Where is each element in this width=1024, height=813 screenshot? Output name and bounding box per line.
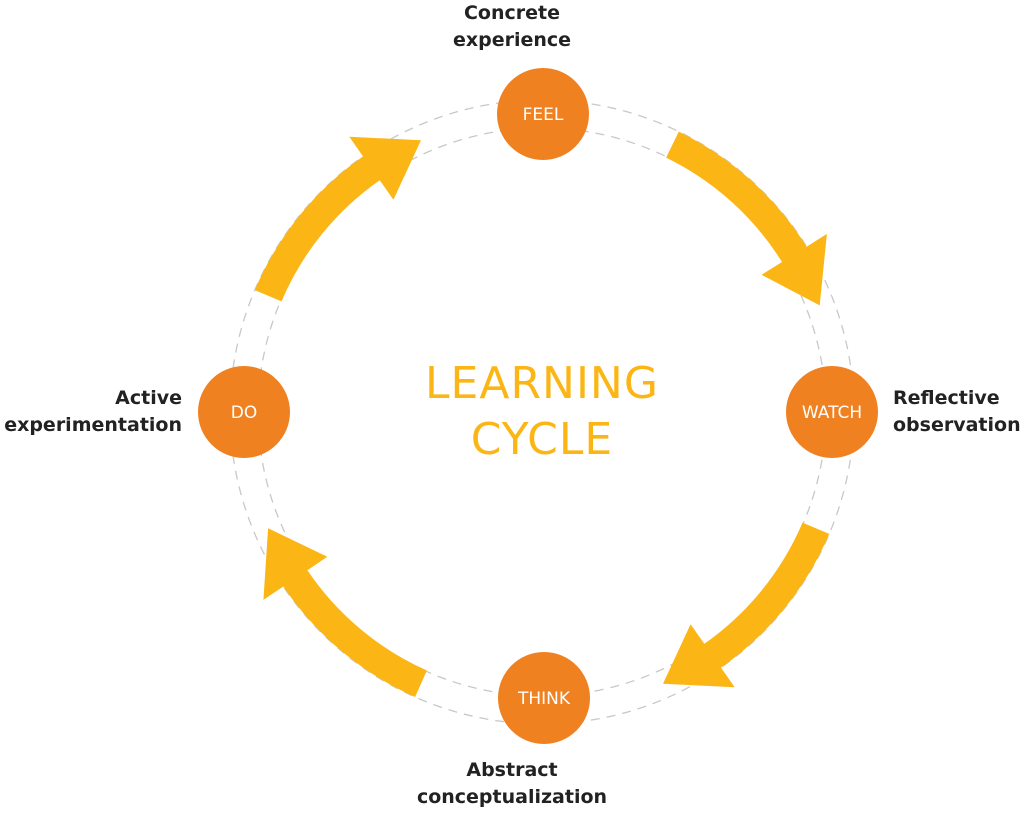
arrow-watch-to-think — [663, 522, 830, 688]
arrow-feel-to-watch — [666, 131, 827, 306]
stage-label-line2: observation — [893, 414, 1021, 436]
stage-label-active-experimentation: Active experimentation — [0, 385, 182, 439]
arrow-do-to-feel — [254, 136, 421, 302]
arrow-think-to-do — [263, 528, 427, 697]
node-think-label: THINK — [517, 689, 571, 709]
stage-label-line1: Reflective — [893, 387, 1000, 409]
stage-label-line2: experience — [452, 29, 572, 51]
stage-label-line1: Concrete — [463, 2, 560, 24]
node-feel: FEEL — [497, 68, 589, 160]
node-watch: WATCH — [786, 366, 878, 458]
node-feel-label: FEEL — [523, 105, 564, 125]
stage-label-concrete-experience: Concrete experience — [412, 0, 612, 54]
stage-label-line2: experimentation — [4, 414, 182, 436]
node-think: THINK — [498, 652, 590, 744]
cycle-title-line1: LEARNING — [425, 358, 659, 409]
stage-label-abstract-conceptualization: Abstract conceptualization — [412, 757, 612, 811]
stage-label-line1: Abstract — [466, 759, 558, 781]
cycle-title: LEARNING CYCLE — [392, 356, 692, 468]
node-do: DO — [198, 366, 290, 458]
cycle-title-line2: CYCLE — [470, 414, 614, 465]
node-do-label: DO — [231, 403, 257, 423]
stage-label-line2: conceptualization — [416, 786, 608, 808]
node-watch-label: WATCH — [802, 403, 862, 423]
stage-label-line1: Active — [115, 387, 182, 409]
stage-label-reflective-observation: Reflective observation — [893, 385, 1021, 439]
